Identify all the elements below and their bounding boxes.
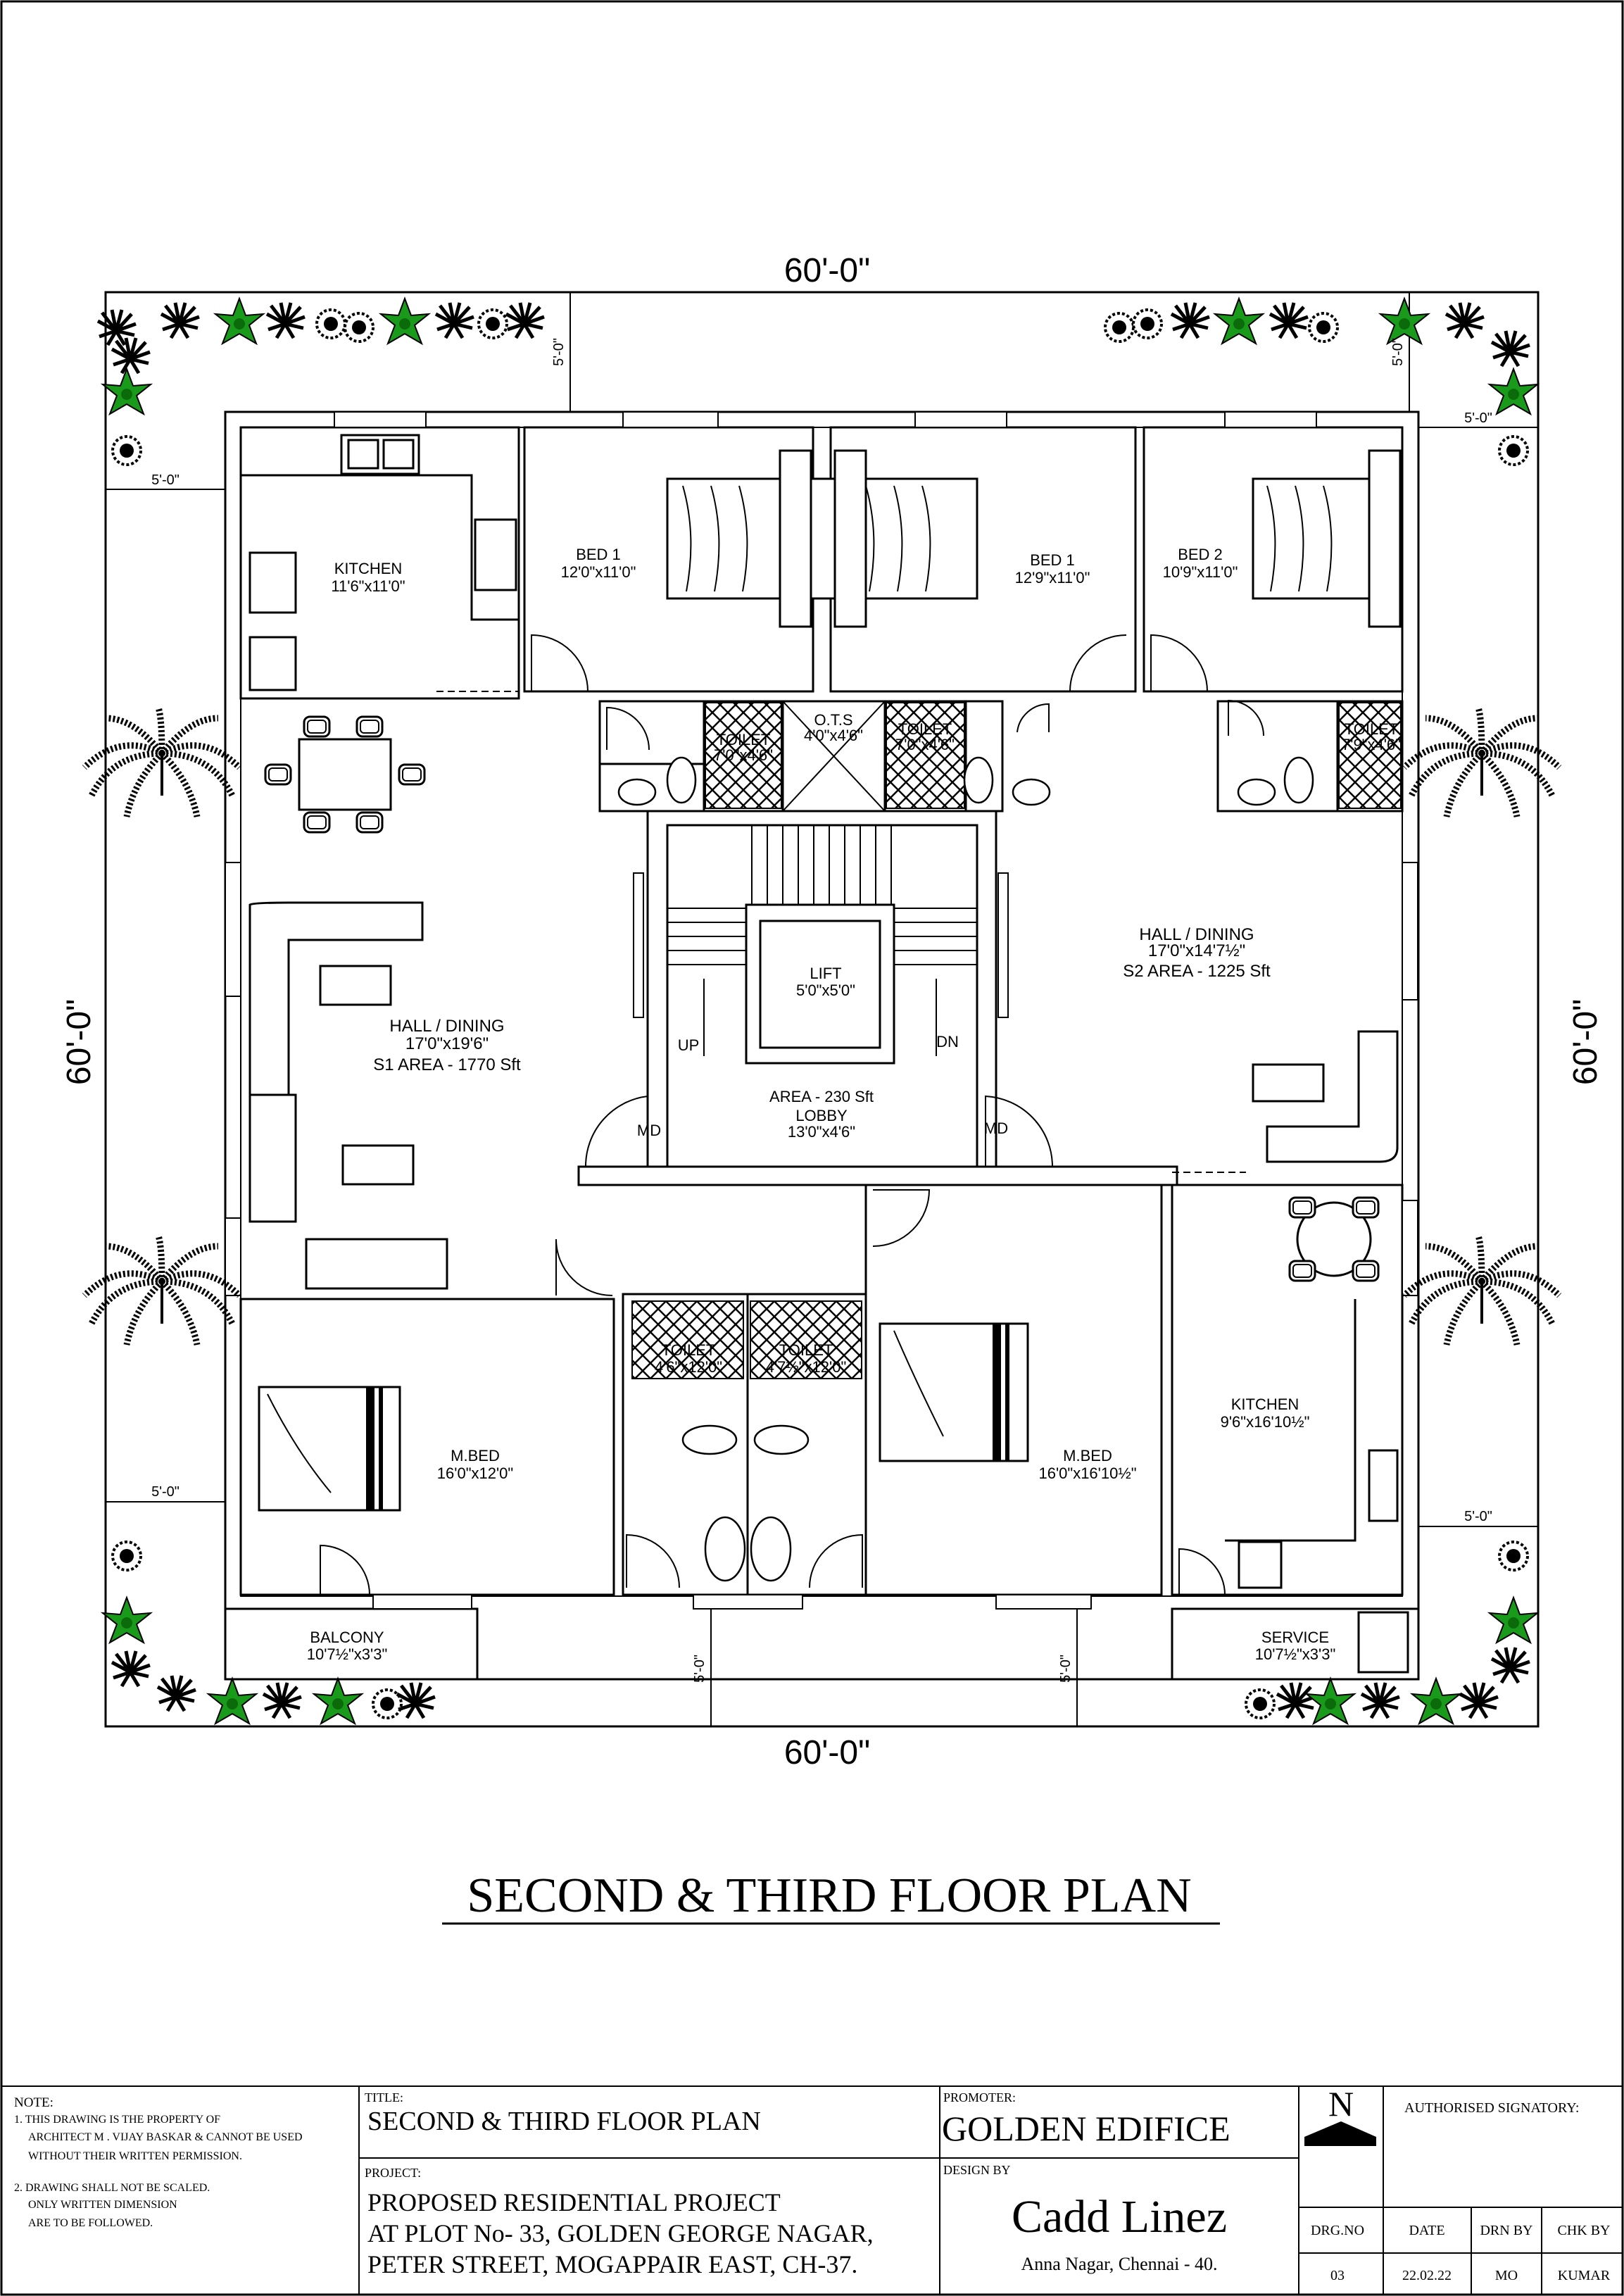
bed1a-size: 12'0"x11'0" — [561, 563, 636, 581]
lobby-area: AREA - 230 Sft — [769, 1088, 874, 1105]
bed2-name: BED 2 — [1178, 546, 1223, 563]
service-name: SERVICE — [1261, 1629, 1329, 1646]
north-arrow-icon — [1304, 2121, 1376, 2146]
toilet2-size: 7'0"x4'6" — [895, 736, 955, 753]
dim-top: 60'-0" — [784, 252, 870, 289]
setback-left-2: 5'-0" — [151, 1484, 180, 1500]
toilet3-size: 7'9"x4'6" — [1342, 736, 1401, 753]
note1-b: ARCHITECT M . VIJAY BASKAR & CANNOT BE U… — [28, 2131, 303, 2143]
setback-right-1: 5'-0" — [1464, 410, 1492, 426]
date-label: DATE — [1409, 2223, 1444, 2238]
promoter-value: GOLDEN EDIFICE — [942, 2109, 1230, 2148]
mbed2-name: M.BED — [1063, 1447, 1112, 1464]
chkby-value: KUMAR — [1558, 2268, 1611, 2283]
hall1-name: HALL / DINING — [389, 1017, 504, 1036]
main-title: SECOND & THIRD FLOOR PLAN — [467, 1869, 1191, 1923]
note2-b: ONLY WRITTEN DIMENSION — [28, 2199, 177, 2211]
note-heading: NOTE: — [14, 2095, 53, 2110]
toilet4-name: TOILET — [662, 1341, 716, 1359]
toilet3-name: TOILET — [1345, 720, 1399, 738]
lobby-name: LOBBY — [795, 1107, 848, 1124]
north-label: N — [1328, 2084, 1354, 2124]
dim-right: 60'-0" — [1567, 999, 1604, 1085]
title-block — [1, 2085, 1623, 2295]
project-label: PROJECT: — [365, 2166, 421, 2180]
lift-name: LIFT — [810, 965, 841, 982]
md-right: MD — [984, 1119, 1008, 1137]
setback-bottom-1: 5'-0" — [692, 1655, 707, 1683]
kitchen2-name: KITCHEN — [1231, 1395, 1299, 1413]
stair-up: UP — [678, 1036, 700, 1054]
balcony-name: BALCONY — [310, 1629, 384, 1646]
ots-size: 4'0"x4'6" — [804, 727, 863, 744]
project-line2: AT PLOT No- 33, GOLDEN GEORGE NAGAR, — [367, 2219, 874, 2247]
mbed1-name: M.BED — [451, 1447, 500, 1464]
toilet4-size: 4'6"x12'0" — [655, 1358, 722, 1376]
hall1-size: 17'0"x19'6" — [405, 1034, 489, 1053]
drgno-label: DRG.NO — [1311, 2223, 1364, 2238]
kitchen1-name: KITCHEN — [334, 560, 403, 577]
toilet5-size: 4'7½"x12'0" — [766, 1358, 847, 1376]
chkby-label: CHK BY — [1557, 2223, 1610, 2238]
note1-c: WITHOUT THEIR WRITTEN PERMISSION. — [28, 2150, 242, 2162]
project-line1: PROPOSED RESIDENTIAL PROJECT — [367, 2188, 781, 2216]
drgno-value: 03 — [1330, 2268, 1345, 2283]
toilet1-size: 7'0"x4'6" — [714, 746, 773, 764]
dim-bottom: 60'-0" — [784, 1734, 870, 1771]
lift-size: 5'0"x5'0" — [796, 981, 855, 999]
bed1b-size: 12'9"x11'0" — [1015, 569, 1090, 586]
hall2-size: 17'0"x14'7½" — [1148, 941, 1245, 960]
drnby-value: MO — [1495, 2268, 1518, 2283]
note1-a: 1. THIS DRAWING IS THE PROPERTY OF — [14, 2114, 220, 2126]
setback-left-1: 5'-0" — [151, 472, 180, 488]
bed1a-name: BED 1 — [576, 546, 621, 563]
ots-name: O.T.S — [814, 711, 852, 729]
setback-top-2: 5'-0" — [1390, 338, 1406, 366]
stair-dn: DN — [936, 1033, 959, 1050]
mbed1-size: 16'0"x12'0" — [437, 1464, 513, 1482]
md-left: MD — [637, 1122, 661, 1139]
setback-top-1: 5'-0" — [551, 338, 567, 366]
dim-left: 60'-0" — [61, 999, 98, 1085]
balcony-size: 10'7½"x3'3" — [307, 1645, 388, 1663]
setback-bottom-2: 5'-0" — [1058, 1655, 1074, 1683]
note2-a: 2. DRAWING SHALL NOT BE SCALED. — [14, 2182, 210, 2194]
title-value: SECOND & THIRD FLOOR PLAN — [367, 2107, 761, 2136]
date-value: 22.02.22 — [1402, 2268, 1452, 2283]
signatory-label: AUTHORISED SIGNATORY: — [1404, 2100, 1579, 2116]
hall2-area: S2 AREA - 1225 Sft — [1123, 962, 1271, 981]
hall2-name: HALL / DINING — [1139, 925, 1254, 944]
bed1b-name: BED 1 — [1030, 551, 1075, 569]
bed2-size: 10'9"x11'0" — [1163, 563, 1238, 581]
design-label: DESIGN BY — [943, 2163, 1011, 2177]
setback-right-2: 5'-0" — [1464, 1509, 1492, 1524]
toilet1-name: TOILET — [717, 731, 771, 748]
design-value: Cadd Linez — [1012, 2191, 1227, 2242]
drnby-label: DRN BY — [1480, 2223, 1532, 2238]
promoter-label: PROMOTER: — [943, 2090, 1016, 2104]
note2-c: ARE TO BE FOLLOWED. — [28, 2217, 153, 2229]
title-label: TITLE: — [365, 2090, 403, 2104]
toilet2-name: TOILET — [898, 720, 952, 738]
lobby-size: 13'0"x4'6" — [788, 1123, 855, 1141]
toilet5-name: TOILET — [779, 1341, 833, 1359]
project-line3: PETER STREET, MOGAPPAIR EAST, CH-37. — [367, 2250, 857, 2278]
design-address: Anna Nagar, Chennai - 40. — [1021, 2254, 1217, 2274]
kitchen2-size: 9'6"x16'10½" — [1221, 1413, 1310, 1431]
service-size: 10'7½"x3'3" — [1255, 1645, 1336, 1663]
kitchen1-size: 11'6"x11'0" — [331, 577, 405, 595]
hall1-area: S1 AREA - 1770 Sft — [373, 1055, 521, 1074]
mbed2-size: 16'0"x16'10½" — [1038, 1464, 1136, 1482]
